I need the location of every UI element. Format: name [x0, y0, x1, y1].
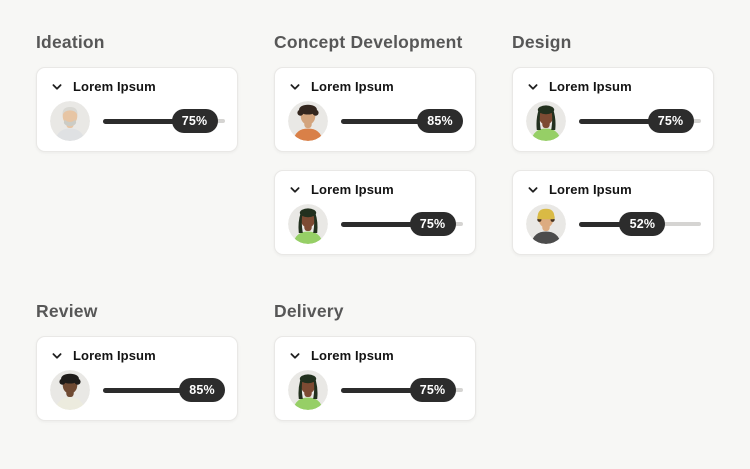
card-label: Lorem Ipsum — [549, 79, 632, 94]
card-list: Lorem Ipsum 75% Lorem Ipsum 52% — [512, 67, 714, 255]
card-body: 85% — [288, 101, 463, 141]
chevron-down-icon[interactable] — [50, 349, 64, 363]
card-label: Lorem Ipsum — [73, 79, 156, 94]
column-ideation: Ideation Lorem Ipsum 75% — [36, 30, 238, 152]
progress-slider[interactable]: 85% — [103, 370, 225, 410]
card-list: Lorem Ipsum 75% — [36, 67, 238, 152]
card-body: 75% — [288, 370, 463, 410]
avatar — [526, 204, 566, 244]
avatar — [288, 370, 328, 410]
card-header: Lorem Ipsum — [50, 79, 225, 94]
card-body: 85% — [50, 370, 225, 410]
slider-fill — [341, 387, 416, 393]
column-concept-development: Concept Development Lorem Ipsum 85% Lore… — [274, 30, 476, 255]
column-title: Ideation — [36, 32, 105, 52]
avatar — [288, 204, 328, 244]
avatar — [288, 101, 328, 141]
card-header: Lorem Ipsum — [526, 79, 701, 94]
column-review: Review Lorem Ipsum 85% — [36, 299, 238, 421]
progress-slider[interactable]: 75% — [103, 101, 225, 141]
progress-slider[interactable]: 75% — [341, 370, 463, 410]
task-card[interactable]: Lorem Ipsum 75% — [274, 336, 476, 421]
slider-fill — [341, 118, 423, 124]
task-card[interactable]: Lorem Ipsum 75% — [36, 67, 238, 152]
column-title: Design — [512, 32, 572, 52]
avatar — [50, 370, 90, 410]
progress-slider[interactable]: 75% — [341, 204, 463, 244]
card-body: 52% — [526, 204, 701, 244]
slider-fill — [341, 221, 416, 227]
card-header: Lorem Ipsum — [288, 79, 463, 94]
column-title: Concept Development — [274, 32, 463, 52]
card-label: Lorem Ipsum — [73, 348, 156, 363]
card-label: Lorem Ipsum — [549, 182, 632, 197]
card-header: Lorem Ipsum — [288, 348, 463, 363]
slider-thumb[interactable]: 75% — [409, 378, 456, 402]
card-label: Lorem Ipsum — [311, 79, 394, 94]
slider-thumb[interactable]: 52% — [619, 212, 666, 236]
slider-thumb[interactable]: 75% — [171, 109, 218, 133]
slider-thumb[interactable]: 75% — [647, 109, 694, 133]
column-title: Delivery — [274, 301, 344, 321]
slider-fill — [103, 387, 185, 393]
card-header: Lorem Ipsum — [288, 182, 463, 197]
slider-fill — [579, 118, 654, 124]
chevron-down-icon[interactable] — [526, 80, 540, 94]
chevron-down-icon[interactable] — [288, 183, 302, 197]
card-label: Lorem Ipsum — [311, 348, 394, 363]
card-body: 75% — [50, 101, 225, 141]
column-delivery: Delivery Lorem Ipsum 75% — [274, 299, 476, 421]
slider-fill — [579, 221, 626, 227]
progress-slider[interactable]: 85% — [341, 101, 463, 141]
progress-slider[interactable]: 75% — [579, 101, 701, 141]
chevron-down-icon[interactable] — [50, 80, 64, 94]
kanban-board: Ideation Lorem Ipsum 75%Concept Developm… — [36, 30, 714, 421]
card-header: Lorem Ipsum — [50, 348, 225, 363]
card-list: Lorem Ipsum 85% Lorem Ipsum 75% — [274, 67, 476, 255]
slider-thumb[interactable]: 85% — [179, 378, 225, 402]
avatar — [526, 101, 566, 141]
task-card[interactable]: Lorem Ipsum 52% — [512, 170, 714, 255]
chevron-down-icon[interactable] — [526, 183, 540, 197]
card-list: Lorem Ipsum 75% — [274, 336, 476, 421]
chevron-down-icon[interactable] — [288, 80, 302, 94]
chevron-down-icon[interactable] — [288, 349, 302, 363]
progress-slider[interactable]: 52% — [579, 204, 701, 244]
slider-fill — [103, 118, 178, 124]
slider-thumb[interactable]: 75% — [409, 212, 456, 236]
card-header: Lorem Ipsum — [526, 182, 701, 197]
card-list: Lorem Ipsum 85% — [36, 336, 238, 421]
task-card[interactable]: Lorem Ipsum 75% — [512, 67, 714, 152]
column-design: Design Lorem Ipsum 75% Lorem Ipsum 52% — [512, 30, 714, 255]
task-card[interactable]: Lorem Ipsum 85% — [274, 67, 476, 152]
column-title: Review — [36, 301, 98, 321]
task-card[interactable]: Lorem Ipsum 75% — [274, 170, 476, 255]
avatar — [50, 101, 90, 141]
slider-thumb[interactable]: 85% — [417, 109, 463, 133]
card-body: 75% — [526, 101, 701, 141]
card-label: Lorem Ipsum — [311, 182, 394, 197]
task-card[interactable]: Lorem Ipsum 85% — [36, 336, 238, 421]
card-body: 75% — [288, 204, 463, 244]
